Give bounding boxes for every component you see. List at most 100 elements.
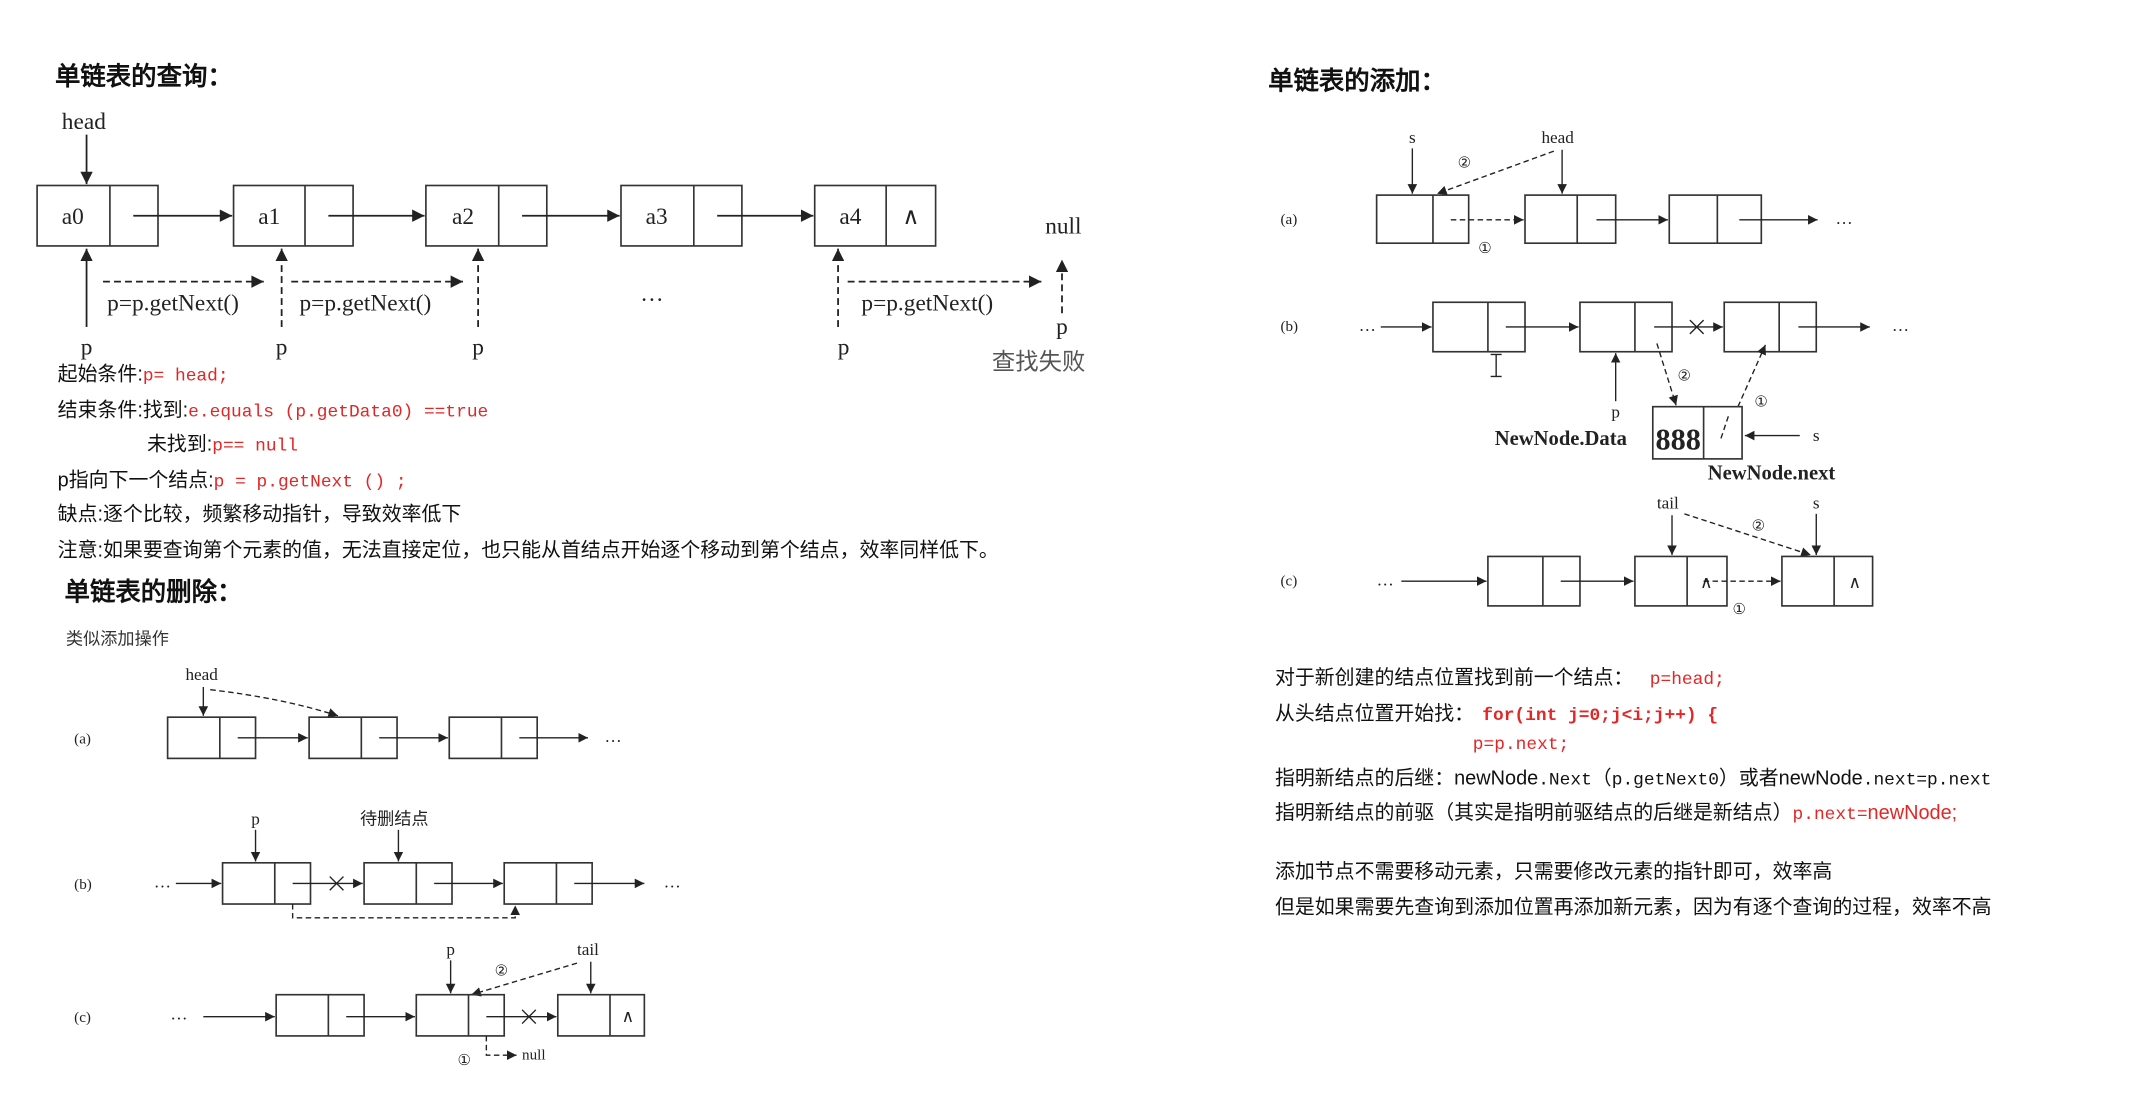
node-a0: a0 xyxy=(36,184,159,247)
pointer-label: p xyxy=(446,940,455,959)
node-a2: a2 xyxy=(425,184,548,247)
delete-diagram-a: (a) head … xyxy=(74,665,622,760)
step-2-marker: ② xyxy=(1458,156,1472,172)
step-label: p=p.getNext() xyxy=(861,291,993,317)
diagram-tag: (a) xyxy=(1280,212,1297,228)
step-1-marker: ① xyxy=(1732,602,1746,618)
predecessor-code-tail: newNode; xyxy=(1868,802,1958,824)
node-box xyxy=(556,993,646,1037)
query-title: 单链表的查询： xyxy=(55,62,233,91)
pointer-slash xyxy=(1719,416,1729,442)
notfound-condition: 未找到:p== null xyxy=(147,433,298,457)
delete-diagram-b: (b) … p 待删结点 … xyxy=(74,809,681,919)
loop-line: 从头结点位置开始找： for(int j=0;j<i;j++) { xyxy=(1275,702,1718,726)
new-node-label: s xyxy=(1813,426,1820,445)
next-code: p = p.getNext () ; xyxy=(214,472,407,492)
node-value: a4 xyxy=(839,204,861,230)
prev-link-arrow xyxy=(1656,343,1678,406)
null-end-marker: ∧ xyxy=(902,204,919,230)
step-2-marker: ② xyxy=(495,963,509,979)
relink-arrow xyxy=(210,689,339,718)
add-notes: 对于新创建的结点位置找到前一个结点：p=head; 从头结点位置开始找：for(… xyxy=(1275,666,1992,918)
node-value: a1 xyxy=(258,204,280,230)
ellipsis: … xyxy=(1836,209,1853,228)
delete-diagram-c: (c) … p tail ② ∧ null ① xyxy=(74,940,646,1069)
diagram-tag: (c) xyxy=(1280,573,1297,589)
diagram-tag: (b) xyxy=(1280,319,1298,335)
diagram-tag: (b) xyxy=(74,877,92,893)
delete-title: 单链表的删除： xyxy=(65,577,243,606)
diagram-tag: (a) xyxy=(74,731,91,747)
query-diagram: head a0 a1 a2 a3 a4 xyxy=(36,109,1085,376)
tail-label: tail xyxy=(1657,493,1679,512)
pointer-label: p xyxy=(81,334,93,360)
target-node-label: 待删结点 xyxy=(360,809,429,828)
null-end-marker: ∧ xyxy=(1848,573,1861,592)
next-caption: NewNode.next xyxy=(1708,462,1836,484)
node-a4: a4 ∧ xyxy=(813,184,937,247)
data-caption: NewNode.Data xyxy=(1495,428,1627,450)
tail-relink-arrow xyxy=(1684,513,1811,557)
cut-mark-icon xyxy=(1689,319,1705,335)
head-label: head xyxy=(185,665,218,684)
text-cursor-icon xyxy=(1490,353,1502,378)
drawback-text: 缺点:逐个比较，频繁移动指针，导致效率低下 xyxy=(58,503,462,526)
cut-stroke xyxy=(1689,319,1705,335)
notfound-code: p== null xyxy=(212,437,298,457)
end-condition: 结束条件:找到:e.equals (p.getData0) ==true xyxy=(58,398,489,422)
node-value: a2 xyxy=(452,204,474,230)
successor-part: ）或者newNode xyxy=(1719,766,1863,789)
predecessor-label: 指明新结点的前驱（其实是指明前驱结点的后继是新结点） xyxy=(1275,801,1793,824)
null-label: null xyxy=(522,1047,546,1063)
tail-label: tail xyxy=(577,940,599,959)
pointer-label: p xyxy=(1056,314,1068,340)
successor-part: .next=p.next xyxy=(1863,770,1992,790)
predecessor-line: 指明新结点的前驱（其实是指明前驱结点的后继是新结点）p.next=newNode… xyxy=(1275,801,1957,825)
successor-part: （ xyxy=(1592,767,1612,789)
step-1-marker: ① xyxy=(458,1053,472,1069)
step-1-marker: ① xyxy=(1754,395,1768,411)
pointer-label: p xyxy=(472,334,484,360)
pointer-label: p xyxy=(276,334,288,360)
node-box xyxy=(813,184,937,247)
successor-part: .Next xyxy=(1538,770,1592,790)
ellipsis: … xyxy=(1359,316,1376,335)
tail-relink-arrow xyxy=(471,962,578,997)
note-text: 注意:如果要查询第个元素的值，无法直接定位，也只能从首结点开始逐个移动到第个结点… xyxy=(58,538,999,561)
loop-code: for(int j=0;j<i;j++) { xyxy=(1482,706,1718,726)
pointer-label: p xyxy=(1611,403,1620,422)
notfound-label: 未找到: xyxy=(147,433,212,456)
add-title: 单链表的添加： xyxy=(1268,66,1446,95)
step-2-marker: ② xyxy=(1752,518,1766,534)
ellipsis: … xyxy=(1377,570,1394,589)
add-diagram-b: (b) … … p ② ① 888 s New xyxy=(1280,301,1909,484)
add-diagram-a: (a) s head ② ① … xyxy=(1280,128,1852,257)
ellipsis: … xyxy=(605,727,622,746)
end-label: 结束条件:找到: xyxy=(58,398,189,421)
start-label: 起始条件: xyxy=(58,363,143,386)
successor-part: 指明新结点的后继：newNode xyxy=(1275,766,1538,789)
predecessor-code: p.next= xyxy=(1793,805,1868,825)
step-1-marker: ① xyxy=(1478,241,1492,257)
head-label: head xyxy=(1541,128,1574,147)
bypass-arrow xyxy=(291,904,521,919)
null-end-marker: ∧ xyxy=(1700,573,1713,592)
node-value: a0 xyxy=(62,204,84,230)
ellipsis: … xyxy=(170,1004,187,1023)
head-label: head xyxy=(62,109,106,135)
loop-label: 从头结点位置开始找： xyxy=(1275,702,1474,725)
null-end-marker: ∧ xyxy=(622,1007,635,1026)
summary-line-1: 添加节点不需要移动元素，只需要修改元素的指针即可，效率高 xyxy=(1275,860,1832,883)
step-2-marker: ② xyxy=(1678,369,1692,385)
null-label: null xyxy=(1045,214,1082,240)
step-label: p=p.getNext() xyxy=(300,291,432,317)
summary-line-2: 但是如果需要先查询到添加位置再添加新元素，因为有逐个查询的过程，效率不高 xyxy=(1275,896,1992,919)
cut-stroke xyxy=(329,876,344,891)
pointer-label: p xyxy=(251,809,260,828)
start-condition: 起始条件:p= head; xyxy=(58,363,229,387)
head-relink-arrow xyxy=(1436,150,1555,195)
find-prev-code: p=head; xyxy=(1650,670,1725,690)
loop-body: p=p.next; xyxy=(1473,735,1569,755)
new-node-label: s xyxy=(1409,128,1416,147)
null-arrow xyxy=(485,1035,517,1060)
